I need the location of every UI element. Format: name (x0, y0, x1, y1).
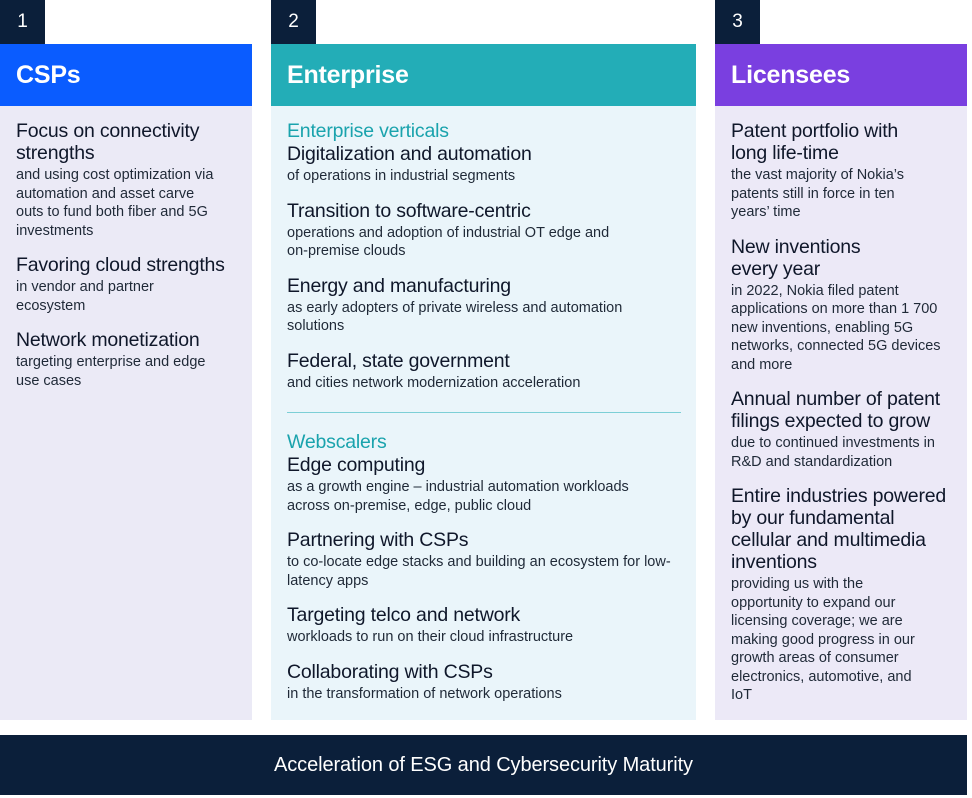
item-title: Transition to software-centric (287, 199, 531, 222)
item-desc: as a growth engine – industrial automati… (287, 479, 629, 514)
column-header: CSPs (0, 44, 252, 106)
item-title: Collaborating with CSPs (287, 660, 493, 683)
column-header: Enterprise (271, 44, 696, 106)
item-desc: targeting enterprise and edge use cases (16, 354, 206, 389)
list-item: Annual number of patent filings expected… (731, 388, 951, 471)
licensees-column: 3 Licensees Patent portfolio with long l… (715, 0, 967, 720)
item-title: Federal, state government (287, 349, 510, 372)
footer-banner: Acceleration of ESG and Cybersecurity Ma… (0, 735, 967, 795)
column-body: Enterprise verticals Digitalization and … (271, 106, 696, 720)
enterprise-column: 2 Enterprise Enterprise verticals Digita… (271, 0, 696, 720)
list-item: Network monetization targeting enterpris… (16, 329, 236, 390)
list-item: Federal, state government and cities net… (287, 350, 680, 393)
item-desc: in 2022, Nokia filed patent applications… (731, 282, 941, 373)
list-item: New inventions every year in 2022, Nokia… (731, 236, 951, 375)
item-title: Annual number of patent filings expected… (731, 388, 940, 432)
item-title: Network monetization (16, 329, 200, 351)
list-item: Partnering with CSPs to co-locate edge s… (287, 529, 680, 590)
column-body: Patent portfolio with long life-time the… (715, 106, 967, 720)
item-desc: due to continued investments in R&D and … (731, 435, 935, 470)
item-title: Focus on connectivity strengths (16, 120, 200, 164)
item-title: New inventions every year (731, 235, 861, 280)
item-desc: in the transformation of network operati… (287, 685, 562, 702)
item-title: Partnering with CSPs (287, 529, 469, 551)
list-item: Focus on connectivity strengths and usin… (16, 120, 236, 240)
item-title: Patent portfolio with long life-time (731, 120, 899, 164)
list-item: Digitalization and automation of operati… (287, 143, 680, 186)
list-item: Entire industries powered by our fundame… (731, 485, 951, 705)
group-subtitle: Enterprise verticals (287, 120, 449, 142)
item-title: Entire industries powered by our fundame… (731, 485, 947, 573)
item-title: Edge computing (287, 454, 426, 476)
item-desc: and cities network modernization acceler… (287, 374, 581, 391)
column-number-tab: 3 (715, 0, 760, 44)
list-item: Energy and manufacturing as early adopte… (287, 275, 680, 336)
item-title: Digitalization and automation (287, 143, 532, 165)
item-desc: in vendor and partner ecosystem (16, 279, 154, 314)
item-title: Energy and manufacturing (287, 274, 511, 297)
column-header: Licensees (715, 44, 967, 106)
list-item: Patent portfolio with long life-time the… (731, 120, 951, 222)
item-desc: as early adopters of private wireless an… (287, 299, 623, 335)
item-desc: of operations in industrial segments (287, 168, 516, 184)
column-number-tab: 2 (271, 0, 316, 44)
list-item: Edge computing as a growth engine – indu… (287, 454, 680, 515)
item-desc: to co-locate edge stacks and building an… (287, 554, 671, 589)
column-number-tab: 1 (0, 0, 45, 44)
section-divider (287, 412, 681, 413)
list-item: Targeting telco and network workloads to… (287, 604, 680, 647)
list-item: Collaborating with CSPs in the transform… (287, 661, 680, 704)
item-title: Favoring cloud strengths (16, 254, 225, 276)
list-item: Transition to software-centric operation… (287, 200, 680, 261)
csps-column: 1 CSPs Focus on connectivity strengths a… (0, 0, 252, 720)
item-desc: the vast majority of Nokia’s patents sti… (731, 167, 904, 220)
item-desc: and using cost optimization via automati… (16, 167, 214, 239)
list-item: Favoring cloud strengths in vendor and p… (16, 254, 236, 315)
column-body: Focus on connectivity strengths and usin… (0, 106, 252, 720)
group-subtitle: Webscalers (287, 431, 387, 453)
item-title: Targeting telco and network (287, 604, 521, 626)
item-desc: providing us with the opportunity to exp… (731, 576, 915, 703)
item-desc: operations and adoption of industrial OT… (287, 224, 610, 260)
item-desc: workloads to run on their cloud infrastr… (287, 629, 574, 645)
